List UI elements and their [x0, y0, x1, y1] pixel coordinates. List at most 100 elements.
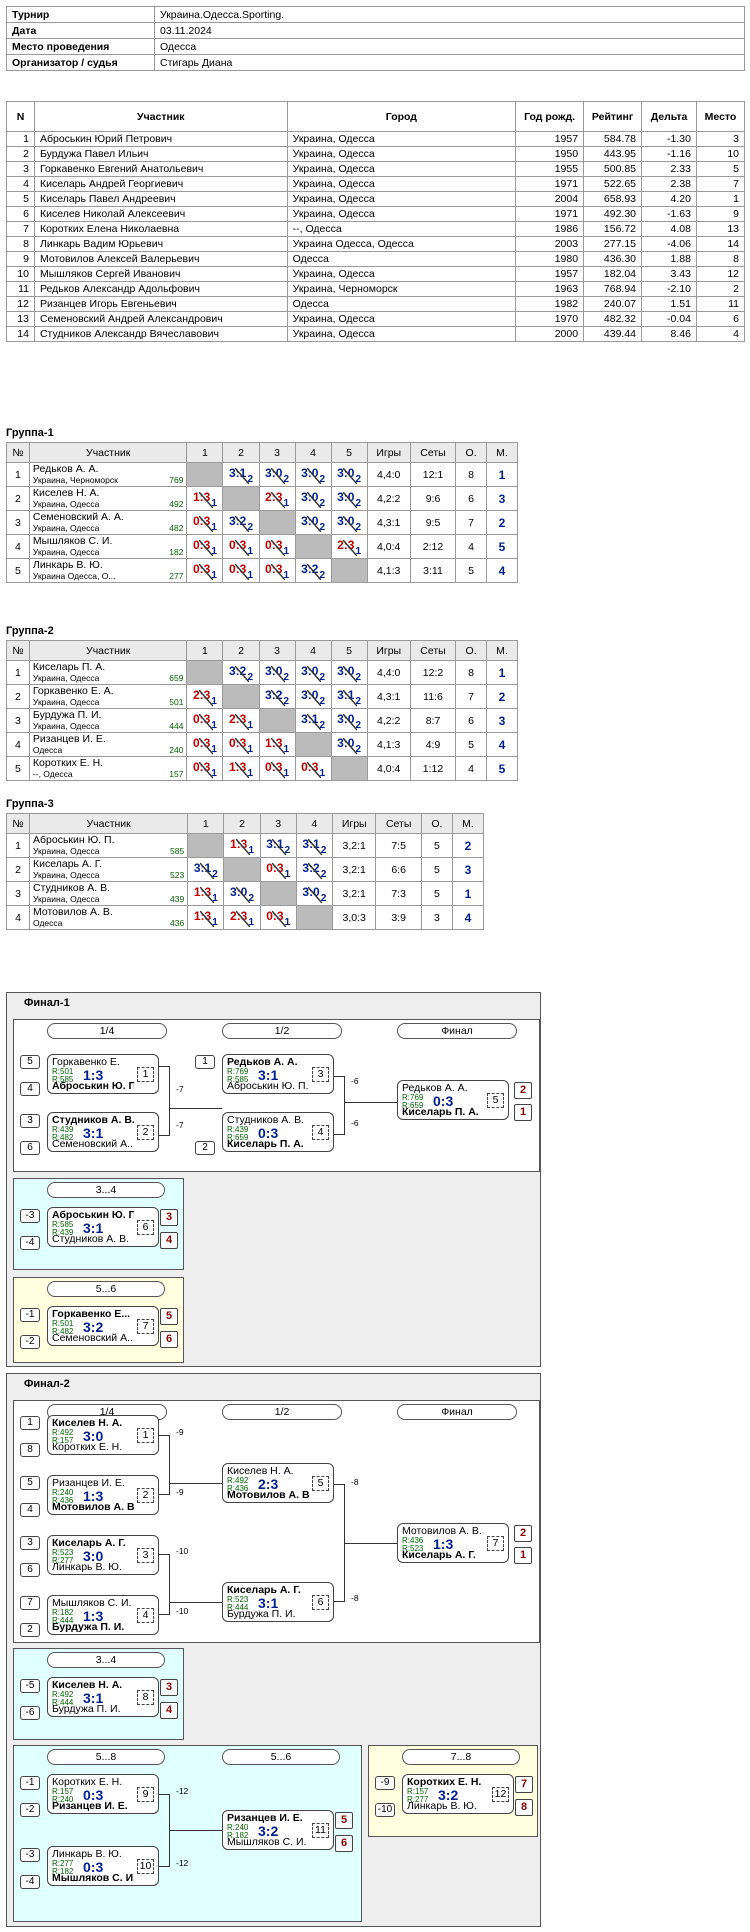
participant-city: Украина Одесса, Одесса	[286, 236, 517, 252]
row-num: 8	[6, 236, 35, 252]
match-points: 2	[355, 497, 362, 509]
match-player-1: Горкавенко Е.	[52, 1056, 120, 1068]
col-header: 1	[186, 640, 224, 661]
group-participant-name: Аброськин Ю. П.	[33, 834, 115, 846]
match-points: 2	[320, 844, 327, 856]
group-sets: 11:6	[409, 684, 457, 709]
player-2-rating: R:585	[227, 1075, 249, 1084]
group-points: 5	[420, 833, 453, 858]
col-header: О.	[455, 442, 488, 463]
birth-year: 1971	[515, 206, 585, 222]
match-points: 2	[284, 844, 291, 856]
seed-number: 2	[195, 1141, 215, 1155]
seed-number: -1	[20, 1776, 40, 1790]
match-table-number: 3	[312, 1067, 329, 1082]
loser-goes-to: -12	[176, 1858, 189, 1868]
match-points: 1	[211, 743, 217, 755]
place: 2	[695, 281, 746, 297]
match-points: 1	[247, 719, 253, 731]
place: 4	[695, 326, 746, 342]
loser-goes-to: -12	[176, 1786, 189, 1796]
match-points: 2	[247, 473, 253, 485]
match-score-cell: 0:31	[186, 756, 224, 781]
match-score-cell: 3:12	[259, 833, 297, 858]
row-num: 1	[6, 131, 35, 147]
group-sets: 3:9	[375, 905, 422, 930]
group-points: 5	[455, 558, 488, 583]
participant-city: Украина, Черноморск	[286, 281, 517, 297]
row-num: 10	[6, 266, 35, 282]
col-header: №	[5, 813, 31, 834]
col-header: Участник	[33, 101, 288, 132]
loser-goes-to: -6	[351, 1076, 359, 1086]
final-place: 7	[515, 1776, 533, 1793]
delta: -1.16	[641, 146, 697, 162]
player-2-rating: R:439	[52, 1228, 74, 1237]
match-points: 1	[247, 743, 253, 755]
info-key: Дата	[6, 22, 155, 39]
match-score: 1:3	[83, 1608, 104, 1624]
group-title: Группа-3	[6, 798, 54, 810]
match-score-cell: 2:31	[258, 486, 296, 511]
final-place: 1	[514, 1547, 532, 1564]
match-player-2: Линкарь В. Ю.	[52, 1561, 122, 1573]
participant-name: Студников Александр Вячеславович	[33, 326, 288, 342]
match-table-number: 6	[312, 1595, 329, 1610]
match-points: 2	[319, 671, 326, 683]
participant-name: Бурдужа Павел Ильич	[33, 146, 288, 162]
match-player-1: Мотовилов А. В.	[402, 1525, 482, 1537]
col-header: №	[6, 640, 30, 661]
group-participant-name: Киселарь П. А.	[32, 661, 106, 673]
match-score-cell: 1:31	[186, 486, 224, 511]
seed-number: 2	[20, 1623, 40, 1637]
group-row-num: 2	[5, 857, 31, 882]
place: 10	[695, 146, 746, 162]
delta: -4.06	[641, 236, 697, 252]
final-place: 2	[514, 1082, 532, 1099]
match-points: 1	[211, 767, 217, 779]
col-header: 3	[258, 640, 296, 661]
match-player-1: Горкавенко Е...	[52, 1308, 131, 1320]
match-player-2: Аброськин Ю. П.	[52, 1080, 134, 1092]
group-sets: 3:11	[409, 558, 457, 583]
col-header: Участник	[28, 442, 188, 463]
group-participant-name: Мотовилов А. В.	[33, 906, 113, 918]
match-score-cell: 0:31	[186, 558, 224, 583]
group-participant-name: Горкавенко Е. А.	[32, 685, 114, 697]
player-2-rating: R:444	[227, 1603, 249, 1612]
group-points: 5	[420, 881, 453, 906]
match-score-cell: 0:31	[258, 558, 296, 583]
self-cell	[294, 732, 332, 757]
group-place: 3	[486, 486, 518, 511]
group-points: 8	[455, 462, 488, 487]
match-points: 1	[211, 497, 217, 509]
match-points: 1	[211, 695, 217, 707]
self-cell	[223, 857, 261, 882]
match-points: 1	[212, 916, 218, 928]
group-games: 3,2:1	[331, 857, 377, 882]
birth-year: 1957	[515, 266, 585, 282]
match-points: 2	[212, 868, 218, 880]
group-place: 5	[486, 756, 518, 781]
match-score: 3:0	[83, 1428, 104, 1444]
group-place: 1	[486, 462, 518, 487]
group-sets: 8:7	[409, 708, 457, 733]
group-place: 3	[451, 857, 485, 882]
group-participant-rating: 436	[170, 918, 185, 928]
delta: 3.43	[641, 266, 697, 282]
group-row-num: 5	[6, 756, 30, 781]
delta: 2.38	[641, 176, 697, 192]
group-participant-rating: 492	[169, 499, 184, 509]
